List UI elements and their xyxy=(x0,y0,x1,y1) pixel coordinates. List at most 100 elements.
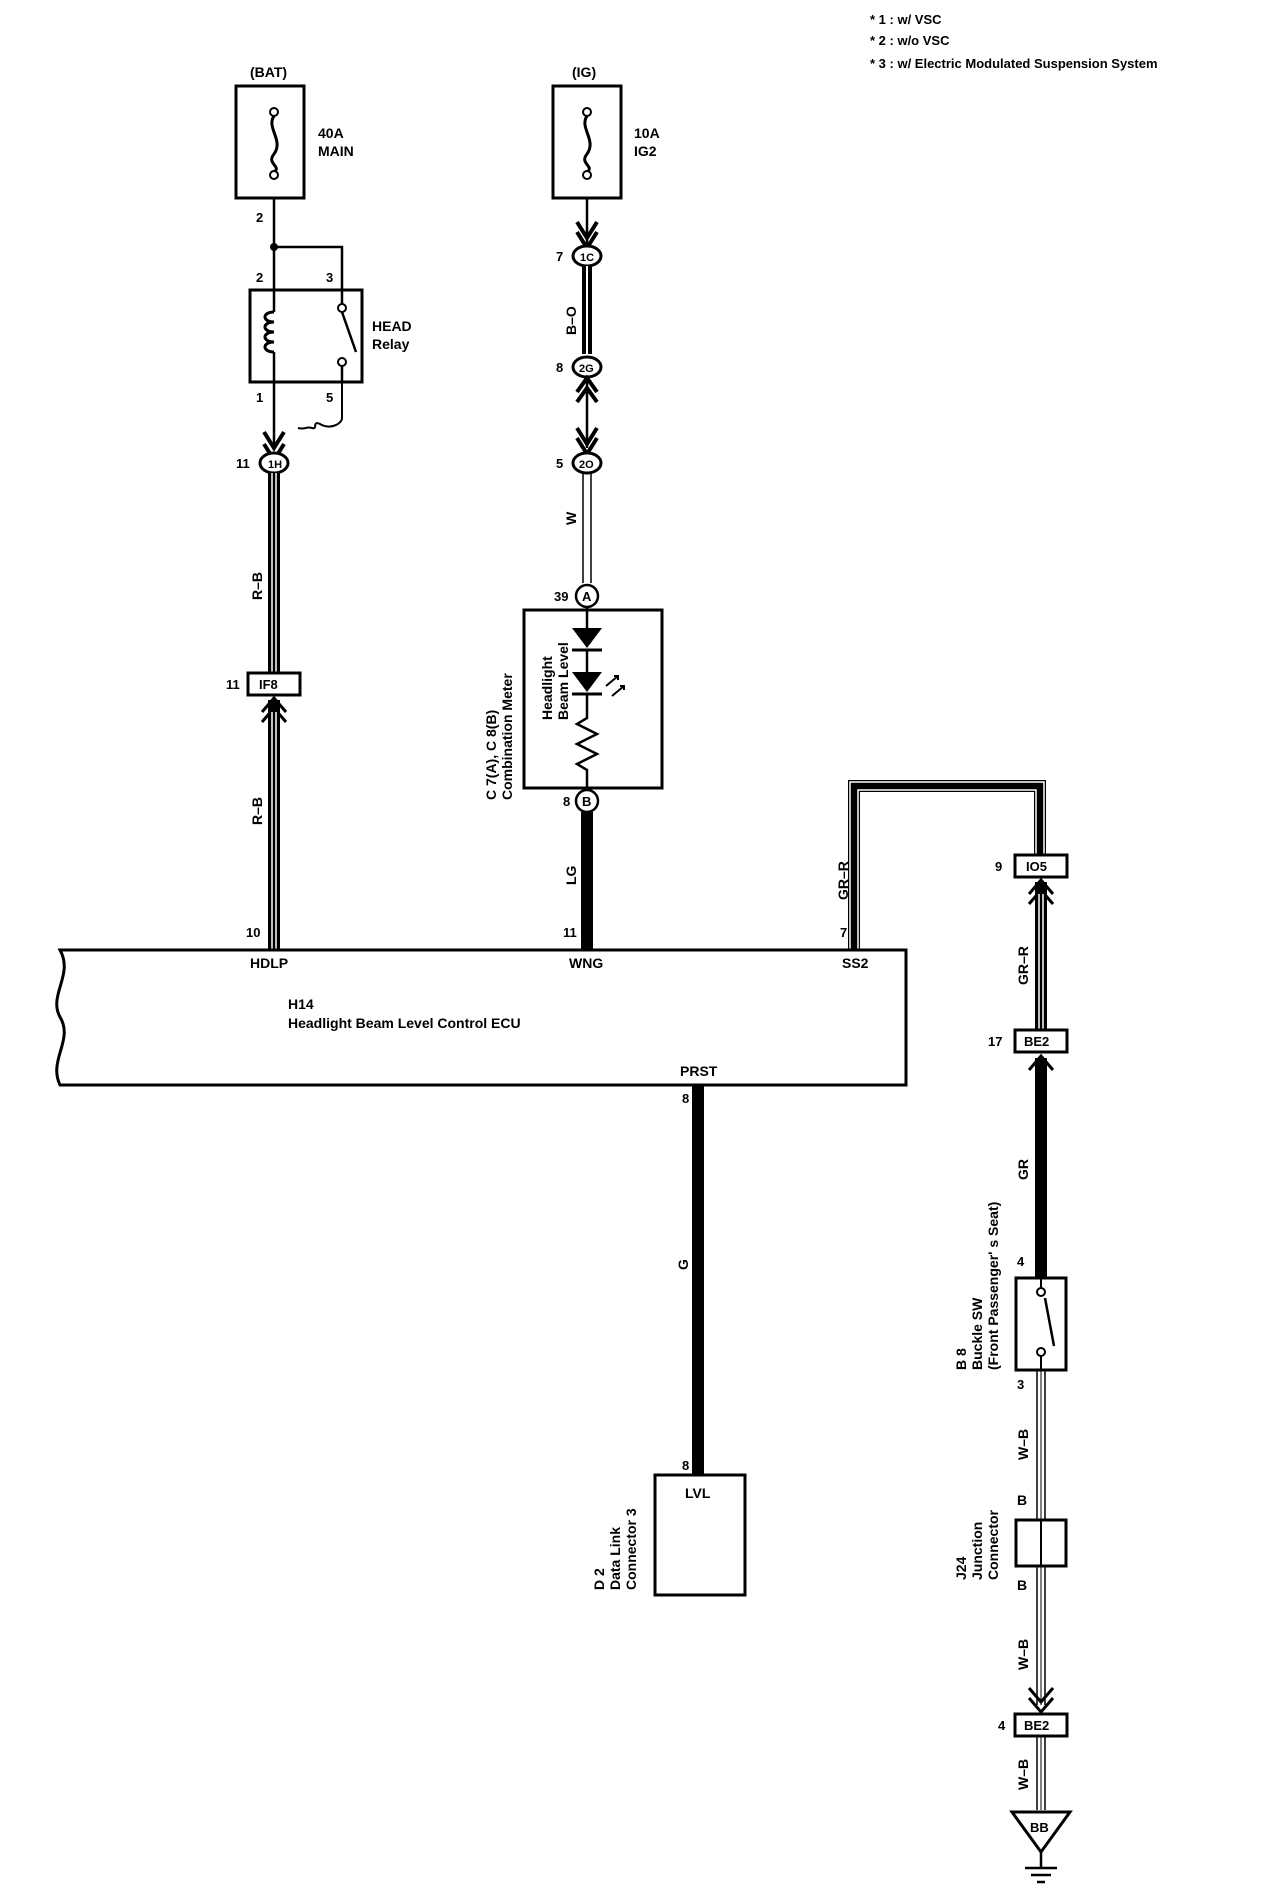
wire-gr xyxy=(1035,1058,1047,1278)
dlc-ref: D 2 xyxy=(591,1568,607,1590)
ig2-fuse-icon xyxy=(582,107,592,180)
wire-b-label-1: B xyxy=(1017,1492,1027,1508)
wire-grr-lower xyxy=(1035,882,1047,1030)
ecu-block xyxy=(55,948,908,1087)
connector-be2-arrow-icon xyxy=(1027,1053,1055,1071)
wire-rb-lower xyxy=(268,700,280,950)
wire-wb-3 xyxy=(1036,1736,1046,1810)
wire-bo-label: B–O xyxy=(563,306,579,335)
relay-sub: Relay xyxy=(372,336,410,352)
main-fuse-name: MAIN xyxy=(318,143,354,159)
wire-g xyxy=(692,1085,704,1475)
meter-pin-a-letter: A xyxy=(582,589,592,604)
dlc-box xyxy=(653,1473,747,1597)
note-2: * 2 : w/o VSC xyxy=(870,33,950,48)
connector-if8 xyxy=(246,671,302,697)
ecu-term-wng: WNG xyxy=(569,955,603,971)
wire-rb-upper xyxy=(268,473,280,673)
ecu-name: Headlight Beam Level Control ECU xyxy=(288,1015,521,1031)
main-fuse-rating: 40A xyxy=(318,125,344,141)
junction-ref: J24 xyxy=(953,1556,969,1580)
wire-g-label: G xyxy=(675,1259,691,1270)
connector-io5-id: IO5 xyxy=(1026,859,1047,874)
connector-2o-id: 2O xyxy=(579,459,594,471)
ground-bb-id: BB xyxy=(1030,1820,1049,1835)
connector-2g-pin: 8 xyxy=(556,360,563,375)
buckle-name2: (Front Passenger' s Seat) xyxy=(985,1202,1001,1370)
ground-connector-bb xyxy=(1009,1810,1073,1855)
wire-wb-2 xyxy=(1036,1566,1046,1705)
buckle-name1: Buckle SW xyxy=(969,1297,985,1370)
wire-wb-1 xyxy=(1036,1370,1046,1520)
ig2-fuse-rating: 10A xyxy=(634,125,660,141)
wire-lg xyxy=(581,812,593,950)
wire-relay-pin3 xyxy=(274,245,344,290)
wire-grr-upper xyxy=(848,780,1046,950)
connector-be2-lower-pin: 4 xyxy=(998,1718,1006,1733)
ecu-term-hdlp-num: 10 xyxy=(246,925,260,940)
dlc-terminal: LVL xyxy=(685,1485,711,1501)
main-fuse-box xyxy=(234,84,306,200)
connector-1h-id: 1H xyxy=(268,459,282,471)
relay-switch-icon xyxy=(337,290,358,382)
ground-icon xyxy=(1025,1852,1057,1884)
connector-be2-lower-id: BE2 xyxy=(1024,1718,1049,1733)
ecu-term-ss2-num: 7 xyxy=(840,925,847,940)
combination-meter-box xyxy=(522,608,664,790)
wire-b-label-2: B xyxy=(1017,1577,1027,1593)
buckle-ref: B 8 xyxy=(953,1348,969,1370)
ig-source-label: (IG) xyxy=(572,64,596,80)
connector-io5 xyxy=(1013,853,1069,879)
head-relay-box xyxy=(248,288,364,384)
connector-1h-pin: 11 xyxy=(236,456,250,471)
wire-wb-label-2: W–B xyxy=(1015,1639,1031,1670)
diode-icon xyxy=(572,607,602,652)
meter-name: Combination Meter xyxy=(499,673,515,800)
wire-w-label: W xyxy=(563,511,579,525)
connector-be2-upper-id: BE2 xyxy=(1024,1034,1049,1049)
relay-pin-1: 1 xyxy=(256,390,263,405)
buckle-pin-top: 4 xyxy=(1017,1254,1025,1269)
relay-name: HEAD xyxy=(372,318,412,334)
main-fuse-icon xyxy=(269,107,279,180)
meter-pin-b-num: 8 xyxy=(563,794,570,809)
relay-coil-icon xyxy=(263,290,276,382)
wire-grr-label-lower: GR–R xyxy=(1015,946,1031,985)
note-3: * 3 : w/ Electric Modulated Suspension S… xyxy=(870,56,1158,71)
wire-bo xyxy=(582,266,592,354)
ecu-term-wng-num: 11 xyxy=(563,925,577,940)
relay-pin-2: 2 xyxy=(256,270,263,285)
meter-pin-b-letter: B xyxy=(582,794,591,809)
relay-pin-3: 3 xyxy=(326,270,333,285)
ecu-term-prst: PRST xyxy=(680,1063,718,1079)
wire-wb-label-1: W–B xyxy=(1015,1429,1031,1460)
dlc-pin: 8 xyxy=(682,1458,689,1473)
wire-rb-label-upper: R–B xyxy=(249,572,265,600)
wire-gr-label: GR xyxy=(1015,1159,1031,1180)
connector-2g-id: 2G xyxy=(579,363,594,375)
note-1: * 1 : w/ VSC xyxy=(870,12,942,27)
wire-wb-label-3: W–B xyxy=(1015,1759,1031,1790)
connector-if8-pin: 11 xyxy=(226,677,240,692)
warning-led-icon xyxy=(572,650,625,697)
connector-io5-pin: 9 xyxy=(995,859,1002,874)
meter-inner-line2: Beam Level xyxy=(555,642,571,720)
connector-2o xyxy=(571,451,603,475)
ig2-fuse-name: IG2 xyxy=(634,143,657,159)
wire-relay-pin5-stub xyxy=(297,382,343,430)
junction-name1: Junction xyxy=(969,1522,985,1580)
ecu-ref: H14 xyxy=(288,996,314,1012)
ecu-term-ss2: SS2 xyxy=(842,955,869,971)
connector-1c-pin: 7 xyxy=(556,249,563,264)
ecu-term-hdlp: HDLP xyxy=(250,955,288,971)
wire-rb-label-lower: R–B xyxy=(249,797,265,825)
connector-arrow-icon xyxy=(1027,1687,1055,1715)
connector-be2-upper-pin: 17 xyxy=(988,1034,1002,1049)
meter-ref: C 7(A), C 8(B) xyxy=(483,710,499,800)
wire-lg-label: LG xyxy=(563,865,579,885)
connector-be2-upper xyxy=(1013,1028,1069,1054)
connector-1c-id: 1C xyxy=(580,252,594,264)
resistor-icon xyxy=(574,694,600,790)
wire-w xyxy=(582,473,592,583)
